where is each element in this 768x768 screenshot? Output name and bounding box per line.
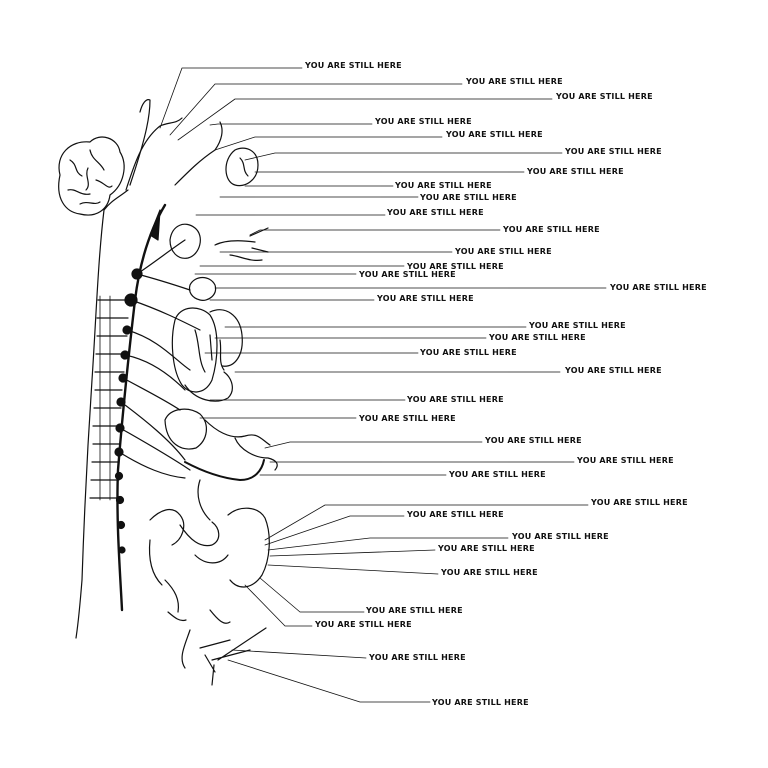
label-24: YOU ARE STILL HERE <box>577 456 674 465</box>
label-34: YOU ARE STILL HERE <box>432 698 529 707</box>
brain-drawing <box>58 136 125 216</box>
label-10: YOU ARE STILL HERE <box>387 208 484 217</box>
label-31: YOU ARE STILL HERE <box>366 606 463 615</box>
organs-drawing <box>148 121 278 686</box>
label-23: YOU ARE STILL HERE <box>485 436 582 445</box>
label-20: YOU ARE STILL HERE <box>565 366 662 375</box>
label-7: YOU ARE STILL HERE <box>527 167 624 176</box>
label-3: YOU ARE STILL HERE <box>556 92 653 101</box>
label-11: YOU ARE STILL HERE <box>503 225 600 234</box>
label-28: YOU ARE STILL HERE <box>512 532 609 541</box>
label-25: YOU ARE STILL HERE <box>449 470 546 479</box>
label-8: YOU ARE STILL HERE <box>395 181 492 190</box>
label-22: YOU ARE STILL HERE <box>359 414 456 423</box>
label-29: YOU ARE STILL HERE <box>438 544 535 553</box>
label-9: YOU ARE STILL HERE <box>420 193 517 202</box>
label-26: YOU ARE STILL HERE <box>591 498 688 507</box>
label-13: YOU ARE STILL HERE <box>407 262 504 271</box>
label-30: YOU ARE STILL HERE <box>441 568 538 577</box>
label-6: YOU ARE STILL HERE <box>565 147 662 156</box>
label-21: YOU ARE STILL HERE <box>407 395 504 404</box>
label-1: YOU ARE STILL HERE <box>305 61 402 70</box>
label-19: YOU ARE STILL HERE <box>420 348 517 357</box>
label-5: YOU ARE STILL HERE <box>446 130 543 139</box>
label-15: YOU ARE STILL HERE <box>610 283 707 292</box>
label-14: YOU ARE STILL HERE <box>359 270 456 279</box>
label-33: YOU ARE STILL HERE <box>369 653 466 662</box>
label-27: YOU ARE STILL HERE <box>407 510 504 519</box>
leader-lines <box>159 67 607 703</box>
label-12: YOU ARE STILL HERE <box>455 247 552 256</box>
label-32: YOU ARE STILL HERE <box>315 620 412 629</box>
label-16: YOU ARE STILL HERE <box>377 294 474 303</box>
label-18: YOU ARE STILL HERE <box>489 333 586 342</box>
spinal-cord-drawing <box>75 99 201 639</box>
label-4: YOU ARE STILL HERE <box>375 117 472 126</box>
label-17: YOU ARE STILL HERE <box>529 321 626 330</box>
label-2: YOU ARE STILL HERE <box>466 77 563 86</box>
